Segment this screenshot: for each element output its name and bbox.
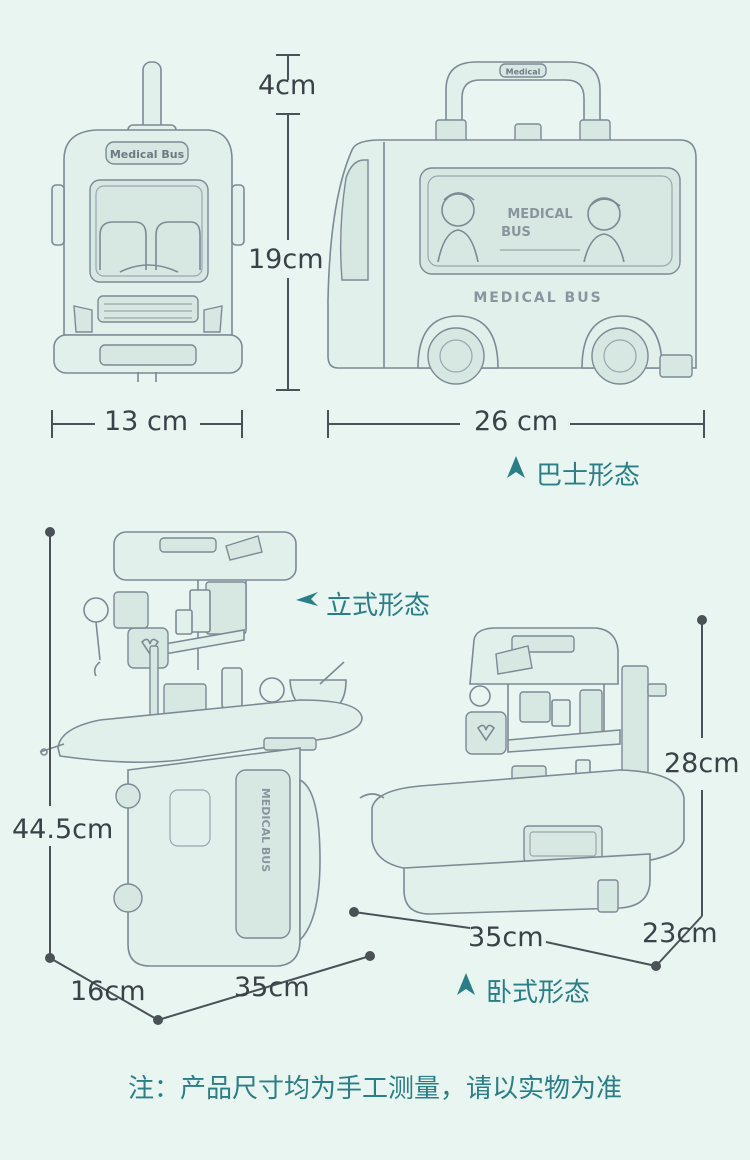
- standing-width-label: 35cm: [234, 972, 310, 1003]
- bus-caption-arrow: [507, 456, 525, 478]
- standing-depth-label: 16cm: [70, 976, 146, 1007]
- side-width-label: 26 cm: [474, 406, 559, 437]
- standing-caption-arrow: [296, 592, 318, 606]
- lying-caption-arrow: [457, 973, 475, 995]
- front-height-main-label: 19cm: [248, 244, 324, 275]
- bus-front-view: Medical Bus: [51, 61, 245, 382]
- bus-form-caption: 巴士形态: [536, 461, 641, 491]
- bus-side-view: Medical MEDICAL BUS MEDICAL BUS: [327, 61, 697, 385]
- front-badge-text: Medical Bus: [110, 148, 185, 161]
- lying-width-label: 35cm: [468, 922, 544, 953]
- standing-height-label: 44.5cm: [12, 814, 114, 845]
- side-text: MEDICAL BUS: [473, 290, 602, 306]
- lying-height-label: 28cm: [664, 748, 740, 779]
- panel-text-line2: BUS: [501, 225, 531, 240]
- standing-form-drawing: MEDICAL BUS: [39, 531, 363, 967]
- front-dimension-lines: [51, 54, 705, 438]
- lying-form-caption: 卧式形态: [486, 978, 591, 1008]
- handle-label-text: Medical: [506, 68, 541, 77]
- lying-depth-label: 23cm: [642, 918, 718, 949]
- measurement-note: 注：产品尺寸均为手工测量，请以实物为准: [127, 1074, 622, 1104]
- lying-dimension-lines: [349, 615, 707, 971]
- lying-form-drawing: [359, 627, 685, 915]
- standing-form-caption: 立式形态: [326, 591, 431, 621]
- front-width-label: 13 cm: [104, 406, 189, 437]
- front-height-top-label: 4cm: [258, 70, 317, 101]
- panel-text-line1: MEDICAL: [507, 207, 572, 222]
- standing-dimension-lines: [45, 527, 375, 1025]
- standing-body-text: MEDICAL BUS: [259, 788, 272, 872]
